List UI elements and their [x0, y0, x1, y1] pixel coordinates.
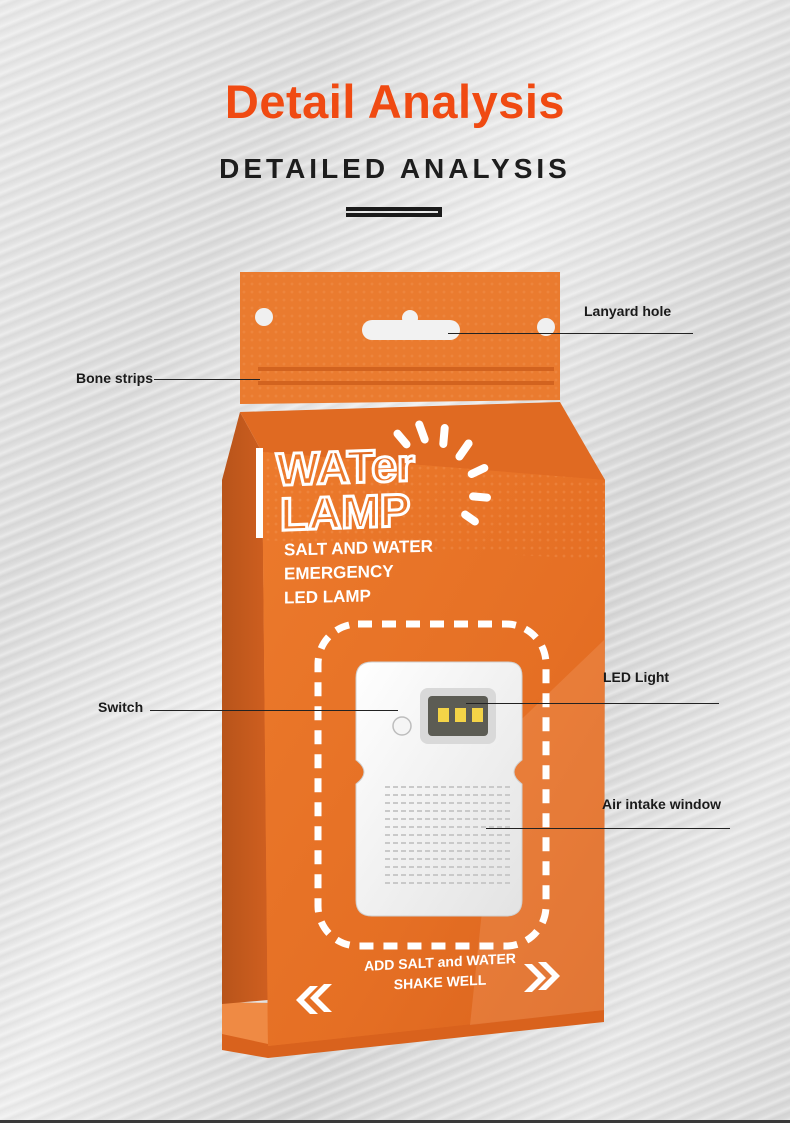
svg-text:EMERGENCY: EMERGENCY — [284, 562, 394, 584]
chevron-right-icon — [524, 962, 560, 992]
title-divider — [346, 207, 442, 217]
hang-hole-right-icon — [537, 318, 555, 336]
callout-lanyard-line — [448, 333, 693, 334]
hang-hole-left-icon — [255, 308, 273, 326]
package-side — [222, 412, 268, 1004]
chevron-left-icon — [296, 984, 332, 1014]
switch-button-icon — [392, 716, 412, 736]
callout-switch-line — [150, 710, 398, 711]
page-title: Detail Analysis — [224, 75, 566, 128]
water-lamp-device — [355, 661, 523, 917]
svg-text:ADD SALT and WATER: ADD SALT and WATER — [364, 950, 516, 974]
instruction-banner: ADD SALT and WATER SHAKE WELL — [296, 950, 560, 1014]
callout-bone-strips: Bone strips — [76, 370, 154, 386]
svg-text:SALT AND WATER: SALT AND WATER — [284, 537, 433, 560]
bottom-border — [0, 1120, 790, 1123]
page-subtitle: DETAILED ANALYSIS — [219, 153, 571, 184]
bone-strip-icon — [258, 367, 554, 371]
callout-bone-line — [154, 379, 260, 380]
callout-lanyard-hole: Lanyard hole — [584, 303, 672, 319]
svg-text:LAMP: LAMP — [280, 484, 410, 541]
svg-text:LED LAMP: LED LAMP — [284, 586, 371, 607]
callout-air-line — [486, 828, 730, 829]
tagline: SALT AND WATER EMERGENCY LED LAMP — [284, 537, 433, 608]
callout-led-light: LED Light — [603, 669, 670, 685]
led-light-icon — [438, 708, 483, 722]
callout-led-line — [466, 703, 719, 704]
hanger-header — [240, 272, 560, 404]
sunburst-icon — [393, 420, 491, 526]
air-intake-grill-icon — [384, 784, 510, 890]
lanyard-hole-icon — [362, 320, 460, 340]
callout-air-intake: Air intake window — [602, 796, 722, 812]
blister-window — [314, 620, 550, 950]
callout-switch: Switch — [98, 699, 144, 715]
svg-text:WATer: WATer — [276, 439, 415, 496]
brand-logo: WATer LAMP — [256, 420, 491, 542]
svg-text:SHAKE WELL: SHAKE WELL — [394, 972, 487, 993]
